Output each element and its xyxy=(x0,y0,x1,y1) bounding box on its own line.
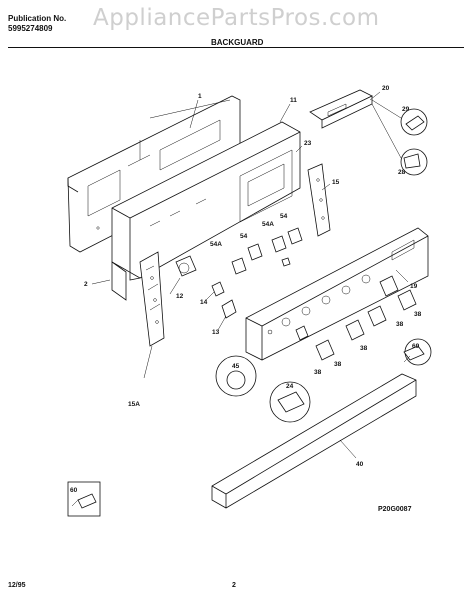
callout-38-e: 38 xyxy=(314,369,322,376)
footer-date: 12/95 xyxy=(8,582,26,589)
callout-13: 13 xyxy=(212,329,220,336)
callout-54A-upper: 54A xyxy=(262,221,274,228)
callout-54-lower: 54 xyxy=(240,233,248,240)
trim-strip-part xyxy=(211,373,417,509)
callout-38-a: 38 xyxy=(414,311,422,318)
callout-23: 23 xyxy=(304,140,312,147)
page-number: 2 xyxy=(232,582,236,589)
callout-60: 60 xyxy=(70,487,78,494)
callout-54-upper: 54 xyxy=(280,213,288,220)
button-insets-part xyxy=(215,355,311,423)
callout-2: 2 xyxy=(84,281,88,288)
screw-60-inset xyxy=(67,481,101,517)
callout-15A: 15A xyxy=(128,401,140,408)
callout-38-d: 38 xyxy=(334,361,342,368)
callout-28: 28 xyxy=(398,169,406,176)
diagram-code: P20G0087 xyxy=(378,506,412,513)
knob-parts xyxy=(295,275,417,361)
callout-1: 1 xyxy=(198,93,202,100)
leader-lines xyxy=(91,91,409,459)
callout-11: 11 xyxy=(290,97,297,104)
callout-45: 45 xyxy=(232,363,240,370)
callout-12: 12 xyxy=(176,293,184,300)
publication-label: Publication No. xyxy=(8,14,67,23)
callout-labels: 1 11 20 29 28 23 15 54A 54 54A 54 2 12 1… xyxy=(70,85,422,494)
watermark: AppliancePartsPros.com xyxy=(93,5,380,31)
right-bracket-part xyxy=(307,163,331,237)
callout-54A-lower: 54A xyxy=(210,241,222,248)
callout-14: 14 xyxy=(200,299,208,306)
switch-components xyxy=(175,227,303,319)
control-panel-part xyxy=(245,227,429,361)
left-bracket-part xyxy=(139,251,165,347)
callout-69: 69 xyxy=(412,343,420,350)
callout-19: 19 xyxy=(410,283,418,290)
callout-24: 24 xyxy=(286,383,294,390)
callout-29: 29 xyxy=(402,106,410,113)
header-divider xyxy=(8,47,464,48)
callout-38-c: 38 xyxy=(360,345,368,352)
screw-inset-part xyxy=(403,338,432,366)
callout-20: 20 xyxy=(382,85,390,92)
callout-15: 15 xyxy=(332,179,340,186)
callout-38-b: 38 xyxy=(396,321,404,328)
publication-number: 5995274809 xyxy=(8,24,53,33)
callout-40: 40 xyxy=(356,461,364,468)
clock-module-part xyxy=(309,89,428,176)
backguard-housing-part xyxy=(111,121,301,301)
section-title: BACKGUARD xyxy=(211,38,264,47)
